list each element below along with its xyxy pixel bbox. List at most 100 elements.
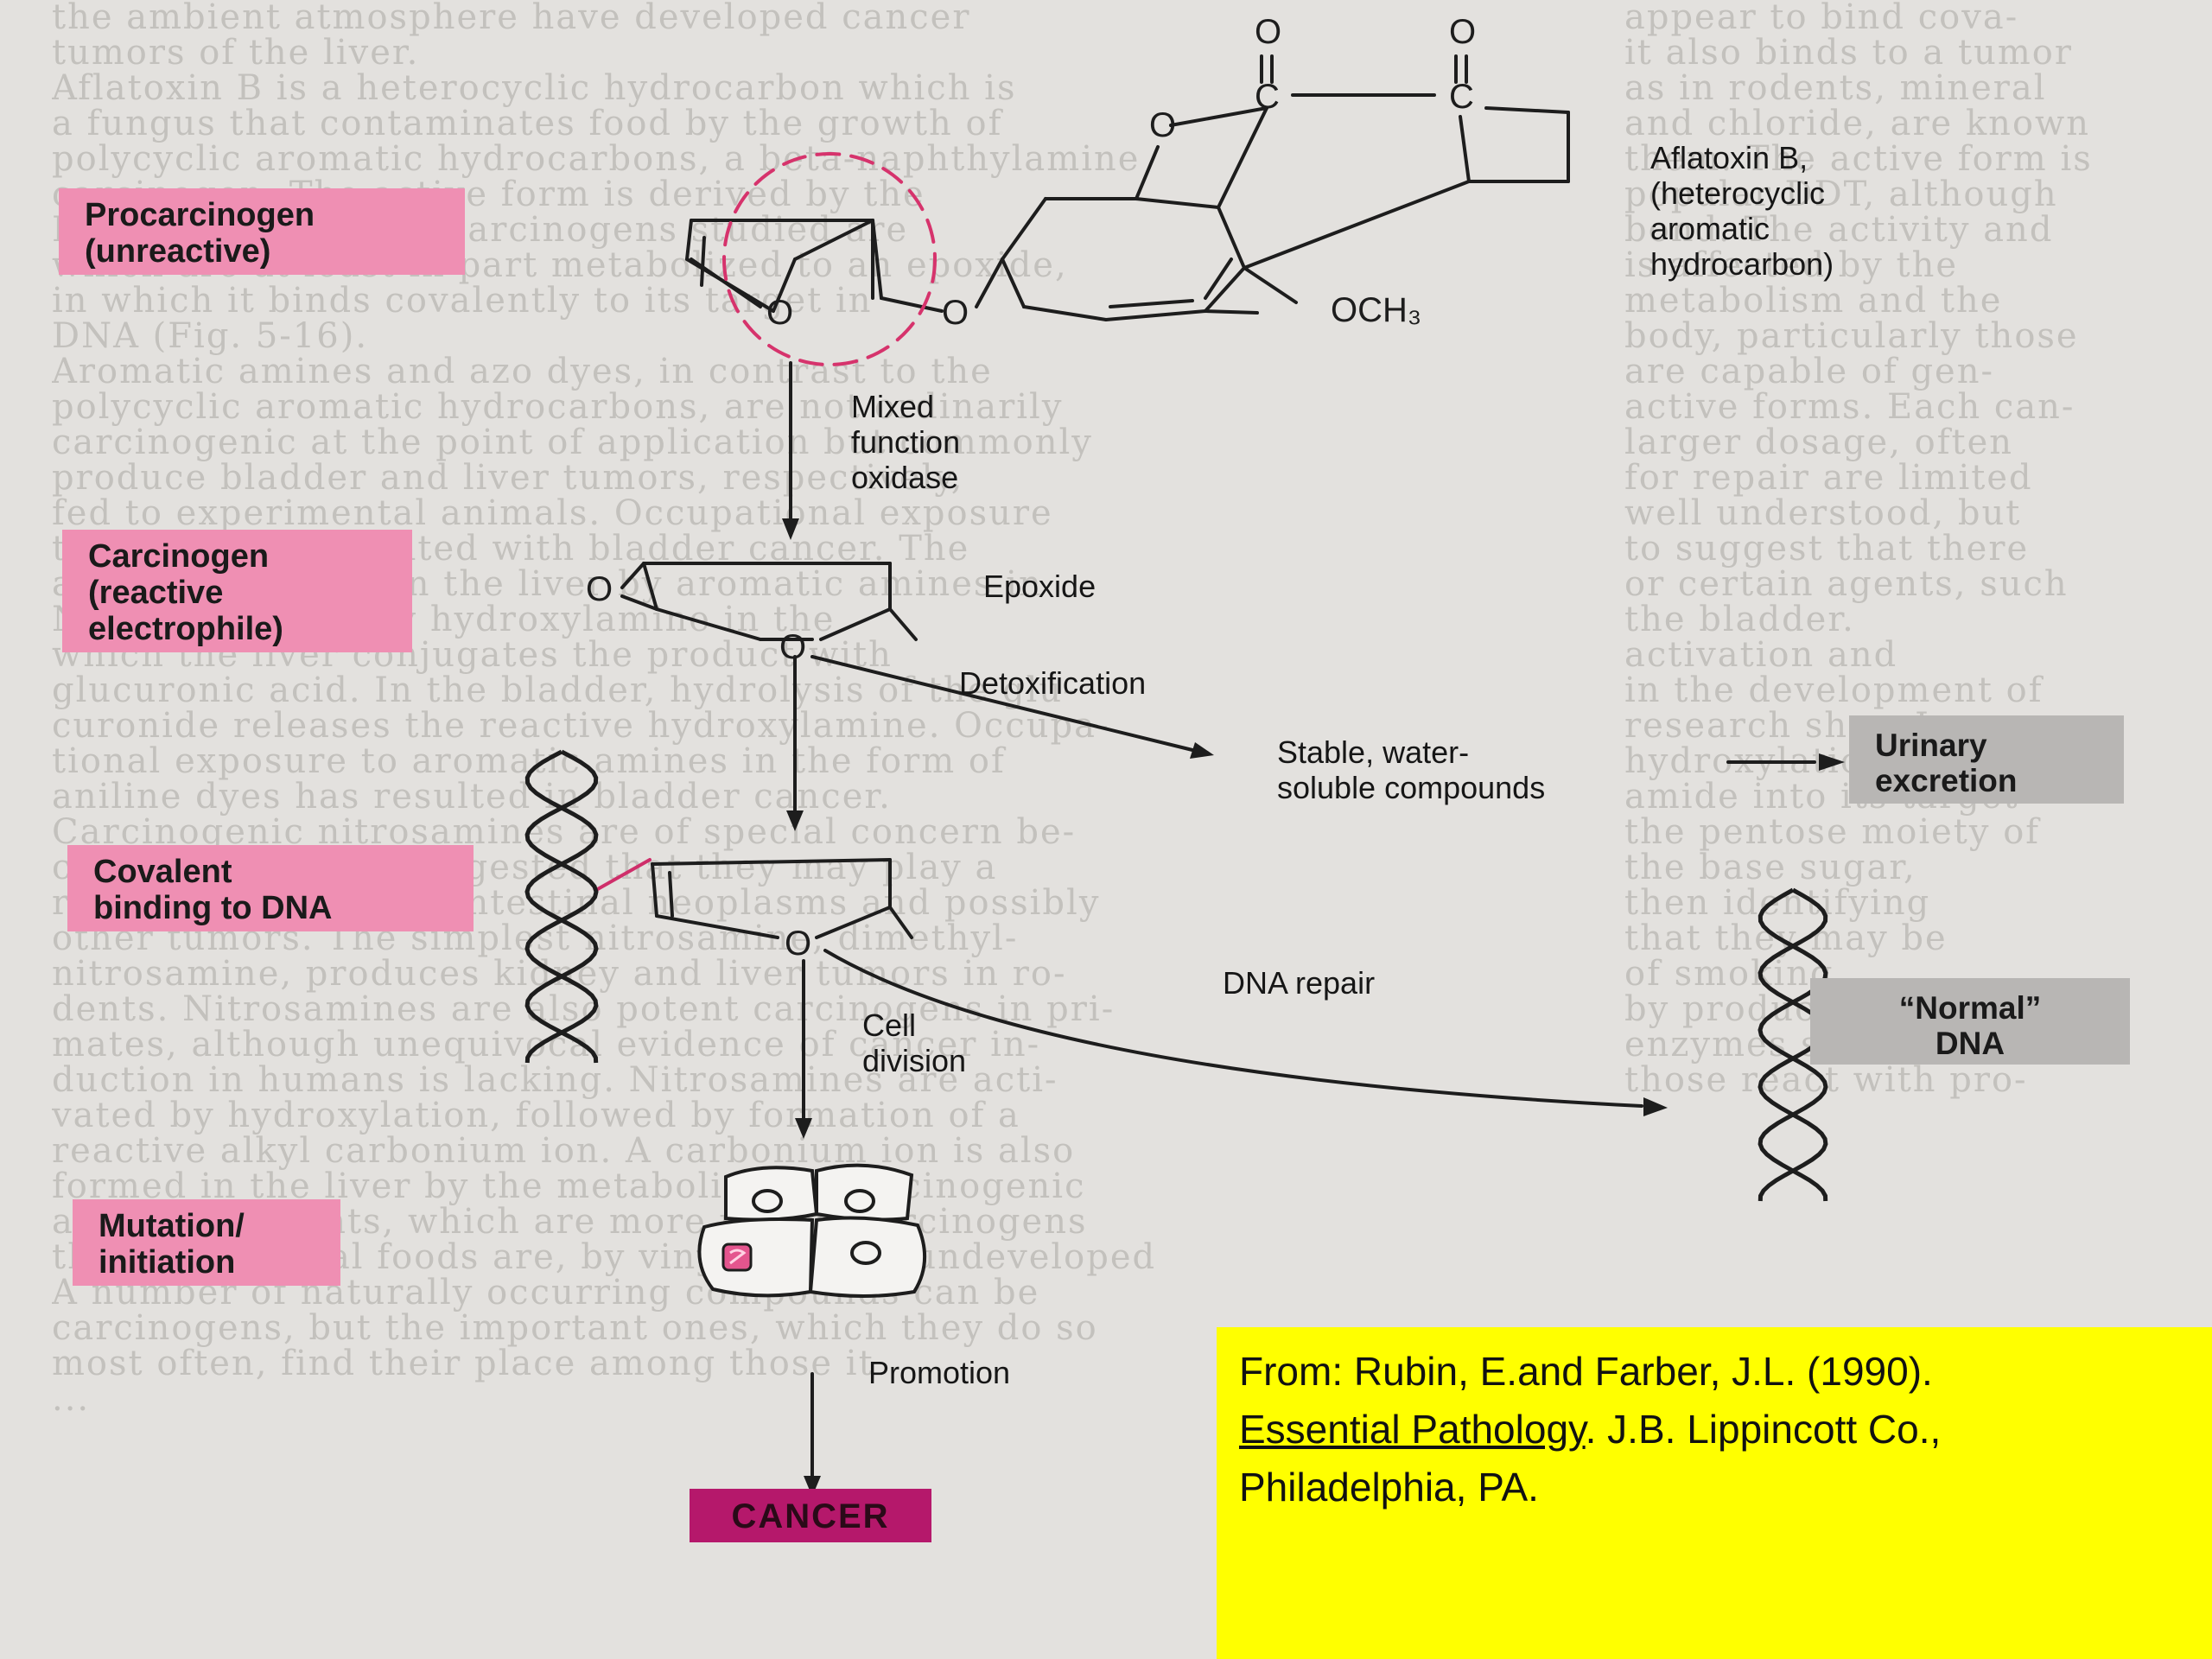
mixed-line1: Mixed	[851, 389, 935, 424]
background-text-line: polycyclic aromatic hydrocarbons, are no…	[52, 387, 1064, 427]
normal-dna-line2: DNA	[1935, 1026, 2005, 1061]
epoxide-structure	[620, 562, 918, 641]
background-text-line: are capable of gen-	[1624, 352, 1994, 391]
background-text-line: aniline dyes has resulted in bladder can…	[52, 777, 892, 817]
background-text-line: carcinogenic at the point of application…	[52, 423, 1093, 462]
background-text-line: tumors of the liver.	[52, 33, 420, 73]
background-text-line: ...	[52, 1379, 91, 1419]
background-text-line: as in rodents, mineral	[1624, 68, 2047, 108]
background-text-line: larger dosage, often	[1624, 423, 2014, 462]
background-text-line: vated by hydroxylation, followed by form…	[52, 1096, 1020, 1135]
arrowheads	[782, 518, 1845, 1497]
cancer-label: CANCER	[731, 1497, 890, 1535]
background-text-line: mates, although unequivocal evidence of …	[52, 1025, 1041, 1065]
dna-strand	[1758, 887, 1828, 1202]
citation-box: From: Rubin, E.and Farber, J.L. (1990). …	[1217, 1327, 2212, 1659]
background-page-text: the ambient atmosphere have developed ca…	[52, 0, 1538, 1659]
carcinogen-line2: (reactive	[88, 575, 224, 611]
atom-o: O	[785, 925, 811, 963]
background-text-line: the bladder.	[1624, 600, 1855, 639]
aflatoxin-line3: aromatic	[1650, 211, 1770, 246]
reactive-site-circle	[722, 152, 937, 366]
background-text-line: activation and	[1624, 635, 1898, 675]
cell-cluster	[697, 1163, 926, 1298]
procarcinogen-line2: (unreactive)	[85, 233, 271, 270]
aflatoxin-label: Aflatoxin B, (heterocyclic aromatic hydr…	[1650, 140, 1834, 282]
dna-repair-label: DNA repair	[1223, 965, 1376, 1001]
atom-labels: O O C C O O O OCH₃ O O O	[586, 13, 1476, 963]
atom-o: O	[779, 628, 806, 666]
mixed-line3: oxidase	[851, 460, 959, 495]
background-text-line: in the development of	[1624, 671, 2044, 710]
promotion-label: Promotion	[868, 1355, 1011, 1390]
dna-strand	[524, 749, 599, 1064]
citation-line3: Philadelphia, PA.	[1239, 1465, 1539, 1510]
aflatoxin-line1: Aflatoxin B,	[1650, 140, 1808, 175]
mixed-function-oxidase-label: Mixed function oxidase	[851, 389, 960, 495]
aflatoxin-line2: (heterocyclic	[1650, 175, 1826, 211]
background-text-line: it also binds to a tumor	[1624, 33, 2073, 73]
atom-c: C	[1449, 78, 1474, 116]
stable-line1: Stable, water-	[1277, 734, 1470, 770]
mixed-line2: function	[851, 424, 961, 460]
background-text-line: polycyclic aromatic hydrocarbons, a beta…	[52, 139, 1141, 179]
background-text-line: fed to experimental animals. Occupationa…	[52, 493, 1053, 533]
covalent-line1: Covalent	[93, 854, 232, 890]
atom-o: O	[1255, 13, 1281, 51]
background-text-line: reactive alkyl carbonium ion. A carboniu…	[52, 1131, 1076, 1171]
aflatoxin-line4: hydrocarbon)	[1650, 246, 1834, 282]
stable-line2: soluble compounds	[1277, 770, 1546, 805]
atom-c: C	[1255, 78, 1280, 116]
background-text-line: the pentose moiety of	[1624, 812, 2041, 852]
stable-compounds-label: Stable, water- soluble compounds	[1277, 734, 1545, 805]
och3-label: OCH₃	[1331, 291, 1421, 329]
atom-o: O	[942, 294, 969, 332]
background-text-line: the base sugar,	[1624, 848, 1916, 887]
background-text-line: DNA (Fig. 5-16).	[52, 316, 369, 356]
background-text-line: popular DDT, although	[1624, 175, 2058, 214]
background-text-line: of smoking.	[1624, 954, 1847, 994]
atom-o: O	[766, 294, 793, 332]
mutation-line2: initiation	[99, 1244, 236, 1281]
citation-book-title: Essential Pathology	[1239, 1407, 1586, 1452]
background-text-line: duction in humans is lacking. Nitrosamin…	[52, 1060, 1058, 1100]
background-text-line: then identifying	[1624, 883, 1931, 923]
background-text-line: curonide releases the reactive hydroxyla…	[52, 706, 1110, 746]
procarcinogen-line1: Procarcinogen	[85, 197, 315, 233]
epoxide-label: Epoxide	[983, 569, 1096, 604]
cell-division-line2: division	[862, 1043, 967, 1078]
aflatoxin-structure	[685, 54, 1570, 321]
mutation-line1: Mutation/	[99, 1208, 245, 1244]
background-text-line: to suggest that there	[1624, 529, 2030, 569]
flow-arrows	[789, 361, 1816, 1486]
urinary-line1: Urinary	[1875, 728, 1987, 763]
procarcinogen-box: Procarcinogen (unreactive)	[59, 188, 465, 275]
background-page-text-right: appear to bind cova-it also binds to a t…	[1624, 0, 2212, 1659]
carcinogen-box: Carcinogen (reactive electrophile)	[62, 530, 412, 652]
citation-line1: From: Rubin, E.and Farber, J.L. (1990).	[1239, 1349, 1933, 1394]
background-text-line: carcinogens, but the important ones, whi…	[52, 1308, 1098, 1348]
citation-line2: Essential Pathology. J.B. Lippincott Co.…	[1239, 1401, 2190, 1459]
background-text-line: for repair are limited	[1624, 458, 2033, 498]
mutation-initiation-box: Mutation/ initiation	[73, 1199, 340, 1286]
atom-o: O	[1449, 13, 1476, 51]
urinary-excretion-box: Urinary excretion	[1849, 715, 2124, 804]
covalent-binding-box: Covalent binding to DNA	[67, 845, 474, 931]
cell-division-line1: Cell	[862, 1007, 917, 1043]
background-text-line: most often, find their place among those…	[52, 1344, 874, 1383]
cancer-box: CANCER	[690, 1489, 931, 1542]
carcinogen-line3: electrophile)	[88, 611, 283, 647]
background-text-line: is affected by the	[1624, 245, 1959, 285]
background-text-line: the ambient atmosphere have developed ca…	[52, 0, 971, 37]
background-text-line: Carcinogenic nitrosamines are of special…	[52, 812, 1077, 852]
background-text-line: well understood, but	[1624, 493, 2022, 533]
normal-dna-line1: “Normal”	[1898, 990, 2042, 1026]
dna-helix-left	[524, 749, 599, 1064]
carcinogen-line1: Carcinogen	[88, 538, 270, 575]
background-text-line: Aromatic amines and azo dyes, in contras…	[52, 352, 993, 391]
atom-o: O	[586, 570, 613, 608]
background-text-line: bond. The activity and	[1624, 210, 2054, 250]
urinary-line2: excretion	[1875, 763, 2018, 798]
